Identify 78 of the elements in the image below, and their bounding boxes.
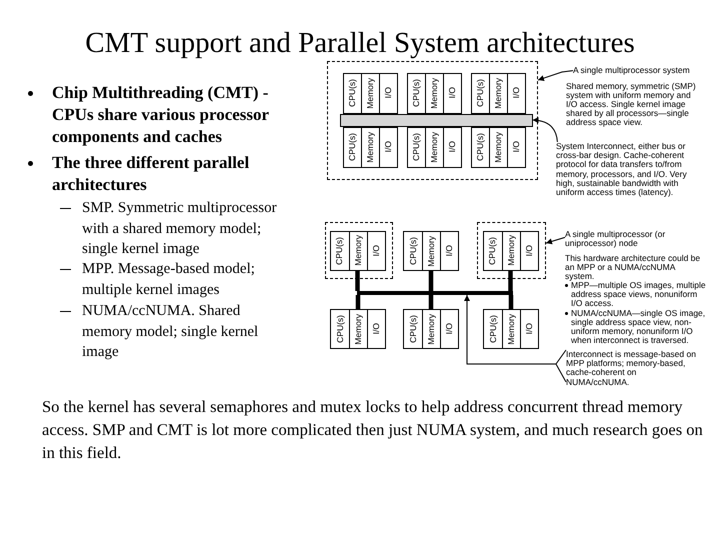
memory-label: Memory: [354, 314, 363, 344]
cpu-label: CPU(s): [412, 79, 421, 107]
cpu-label: CPU(s): [476, 133, 485, 161]
io-label: I/O: [384, 141, 393, 153]
memory-label: Memory: [506, 235, 516, 266]
io-label: I/O: [372, 244, 380, 256]
memory-label: Memory: [430, 78, 439, 108]
cpu-label: CPU(s): [408, 315, 418, 343]
description-text: Shared memory, symmetric (SMP) system with uniform memory and I/O access. Single kernel image shared by all processors—single address space view.: [566, 82, 697, 127]
module-box: [403, 231, 459, 271]
callout-text: A single multiprocessor (or uniprocessor) node: [565, 230, 695, 248]
io-label: I/O: [525, 323, 534, 335]
callout-text: System Interconnect, either bus or cross-bar design. Cache-coherent protocol for data transfers to/from memory, processors, and I/O. Very high, sustainable bandwidth with uniform access times (latency).: [556, 142, 698, 198]
memory-label: Memory: [427, 314, 436, 344]
cpu-label: CPU(s): [488, 236, 497, 264]
module-box: [482, 230, 538, 270]
bullet-text: NUMA/ccNUMA—single OS image, single address space view, non-uniform memory, nonuniform I/O when interconnect is traversed.: [571, 309, 706, 345]
module-box: [342, 126, 398, 168]
io-label: I/O: [448, 87, 457, 99]
connector-line: [428, 295, 434, 309]
leader-arrow: [532, 117, 558, 142]
memory-label: Memory: [427, 236, 436, 266]
sub-bullet-text: MPP. Message-based model; multiple kernel images: [82, 260, 256, 300]
cpu-label: CPU(s): [335, 236, 344, 264]
slide-title: CMT support and Parallel System architectures: [84, 26, 636, 60]
memory-label: Memory: [354, 235, 362, 266]
module-box: [483, 309, 539, 349]
leader-arrow: [538, 70, 574, 81]
io-label: I/O: [512, 141, 521, 153]
module-box: [342, 72, 398, 114]
module-box: [330, 309, 386, 349]
io-label: I/O: [445, 245, 454, 257]
module-box: [403, 309, 459, 349]
io-label: I/O: [512, 87, 521, 99]
io-label: I/O: [372, 323, 381, 335]
callout-text: Interconnect is message-based on MPP platforms; memory-based, cache-coherent on NUMA/ccNUMA.: [566, 350, 698, 387]
memory-label: Memory: [366, 78, 375, 108]
memory-label: Memory: [494, 132, 503, 162]
paragraph: So the kernel has several semaphores and mutex locks to help address concurrent thread memory access. SMP and CMT is lot more complicated then just NUMA system, and much research goes on in this field.: [42, 396, 704, 464]
cpu-label: CPU(s): [408, 237, 418, 265]
cpu-label: CPU(s): [488, 315, 498, 343]
memory-label: Memory: [366, 132, 375, 162]
connector-line: [356, 295, 360, 309]
cpu-label: CPU(s): [412, 133, 421, 161]
memory-label: Memory: [494, 78, 503, 108]
bullet-text: MPP—multiple OS images, multiple address space views, nonuniform I/O access.: [571, 281, 707, 308]
dashed-boundary: [327, 61, 538, 180]
sub-bullet-text: SMP. Symmetric multiprocessor with a shared memory model; single kernel image: [82, 199, 278, 259]
dashed-boundary: [325, 222, 393, 279]
module-box: [406, 72, 462, 114]
leader-arrow: [464, 294, 566, 382]
io-label: I/O: [445, 323, 454, 335]
callout-text: A single multiprocessor system: [573, 66, 715, 76]
memory-label: Memory: [430, 132, 439, 162]
io-label: I/O: [448, 141, 457, 153]
memory-label: Memory: [507, 314, 516, 344]
module-box: [406, 126, 462, 168]
sub-bullet-text: NUMA/ccNUMA. Shared memory model; single kernel image: [82, 302, 260, 362]
description-text: This hardware architecture could be an MPP or a NUMA/ccNUMA system.: [565, 254, 702, 281]
connector-line: [355, 270, 360, 291]
cpu-label: CPU(s): [336, 315, 344, 343]
module-box: [470, 72, 526, 114]
leader-arrow: [546, 236, 566, 244]
interconnect-bar: [340, 114, 532, 126]
cpu-label: CPU(s): [476, 79, 485, 107]
cpu-label: CPU(s): [348, 79, 357, 107]
module-box: [330, 230, 386, 270]
module-box: [470, 126, 526, 168]
io-label: I/O: [524, 244, 534, 256]
dashed-boundary: [477, 222, 546, 279]
interconnect-bus: [356, 291, 512, 295]
connector-line: [508, 270, 513, 291]
io-label: I/O: [384, 87, 393, 99]
cpu-label: CPU(s): [348, 133, 357, 161]
connector-line: [508, 295, 514, 309]
bullet-text: The three different parallel architectures: [52, 152, 250, 196]
connector-line: [428, 271, 434, 291]
bullet-text: Chip Multithreading (CMT) - CPUs share various processor components and caches: [52, 82, 270, 148]
